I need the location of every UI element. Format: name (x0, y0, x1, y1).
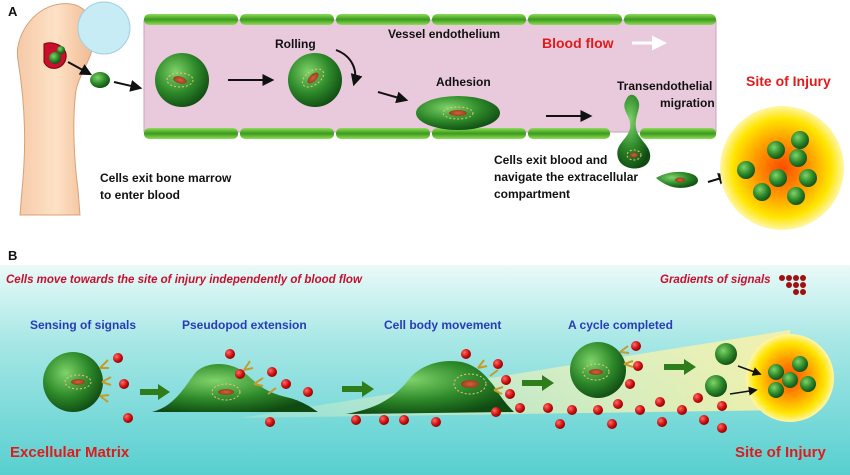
rolling-cell (288, 53, 342, 107)
gradient-dots-legend (779, 275, 806, 295)
transmigration-label-1: Transendothelial (617, 79, 713, 93)
stage-label: A cycle completed (568, 318, 673, 332)
panel-a-label: A (8, 4, 18, 19)
stage-arrow (522, 375, 554, 391)
site-of-injury-label-a: Site of Injury (746, 73, 831, 89)
bone-illustration (16, 1, 131, 216)
migrating-cell (656, 171, 698, 188)
endothelium-bottom (144, 128, 716, 139)
sensing-cell (43, 352, 112, 412)
stage-arrow (140, 384, 170, 400)
exit-blood-label-2: navigate the extracellular (494, 170, 639, 184)
adhesion-label: Adhesion (436, 75, 491, 89)
signal-molecules (351, 349, 515, 427)
marrow-cell (57, 46, 65, 54)
gradients-label: Gradients of signals (660, 274, 771, 286)
exit-blood-label-3: compartment (494, 187, 571, 201)
signal-gradient-wedge (240, 330, 790, 418)
exit-marrow-label-2: to enter blood (100, 188, 180, 202)
arrow (67, 61, 93, 76)
stage-label: Cell body movement (384, 318, 502, 332)
signal-molecules (491, 341, 727, 433)
stage-label: Sensing of signals (30, 318, 137, 332)
pseudopod-cell (152, 360, 318, 412)
blood-flow-label: Blood flow (542, 35, 614, 51)
adhering-cell (416, 96, 500, 130)
rolling-arrow (335, 49, 363, 87)
vessel-endothelium-label: Vessel endothelium (388, 27, 501, 41)
site-of-injury-label-b: Site of Injury (735, 444, 826, 461)
exit-marrow-label-1: Cells exit bone marrow (100, 171, 232, 185)
exit-blood-label-1: Cells exit blood and (494, 153, 608, 167)
arrow (729, 386, 758, 396)
arriving-cells (705, 343, 737, 397)
injury-cells (737, 131, 817, 205)
stage-arrow (342, 381, 374, 397)
marrow-cell (49, 52, 61, 64)
cycle-completed-cell (570, 342, 634, 398)
endothelium-top (144, 14, 716, 25)
panel-b-label: B (8, 248, 18, 263)
injury-site (720, 106, 844, 230)
moving-cell (346, 359, 514, 414)
exiting-cell (90, 72, 110, 88)
transmigrating-cell (617, 94, 651, 169)
matrix-label: Excellular Matrix (10, 444, 130, 461)
transmigration-label-2: migration (660, 96, 715, 110)
arrow (113, 79, 143, 92)
injury-cells-b (768, 356, 816, 398)
arrow (737, 365, 762, 376)
panel-b-header: Cells move towards the site of injury in… (6, 274, 362, 286)
rolling-label: Rolling (275, 37, 316, 51)
signal-molecules (113, 353, 133, 423)
stage-label: Pseudopod extension (182, 318, 307, 332)
signal-molecules (225, 349, 313, 427)
arrow (377, 91, 409, 104)
circulating-cell (155, 53, 209, 107)
stage-arrow (664, 359, 696, 375)
